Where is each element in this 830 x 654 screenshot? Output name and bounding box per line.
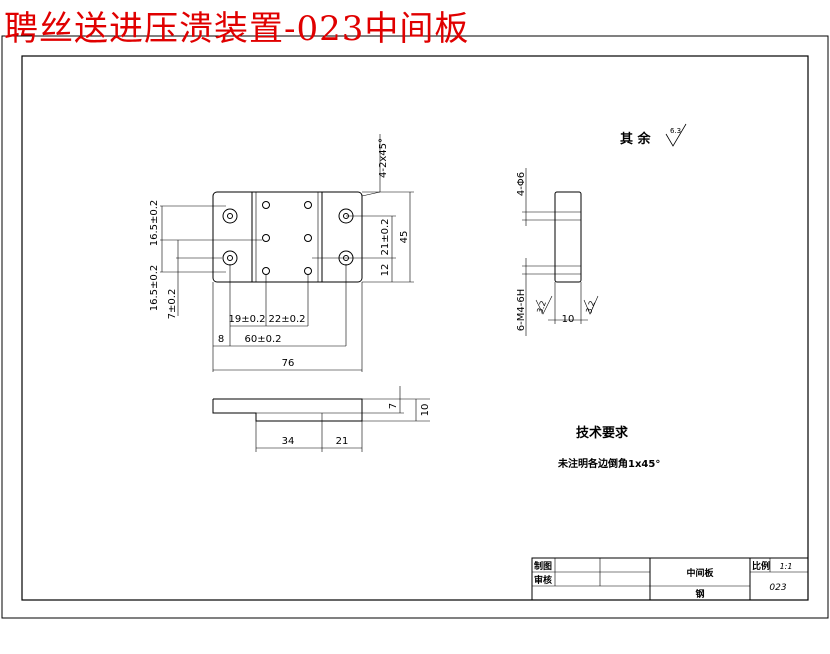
finish-label: 其 余 — [620, 131, 652, 147]
dim-holes: 4-Φ6 — [516, 172, 527, 196]
part-name: 中间板 — [686, 567, 714, 579]
front-labels: 34 21 7 10 — [282, 403, 431, 447]
dim-60: 60±0.2 — [244, 334, 281, 345]
dim-width: 10 — [562, 314, 575, 325]
tech-title: 技术要求 — [576, 425, 629, 441]
title-block-text: 制图 审核 中间板 钢 比例 1:1 023 — [534, 560, 792, 600]
dim-r2: 3.2 — [584, 300, 597, 315]
dim-21-front: 21 — [336, 436, 349, 447]
dim-16-5-top: 16.5±0.2 — [149, 200, 160, 247]
check-label: 审核 — [534, 574, 552, 586]
dim-19: 19±0.2 — [228, 314, 265, 325]
dim-12: 12 — [380, 264, 391, 277]
scale-value: 1:1 — [780, 562, 793, 571]
side-labels: 4-Φ6 6-M4-6H 10 3.2 3.2 — [516, 172, 597, 331]
dim-16-5-bot: 16.5±0.2 — [149, 265, 160, 312]
dim-21: 21±0.2 — [380, 218, 391, 255]
plan-view — [160, 134, 414, 372]
material: 钢 — [695, 588, 704, 600]
front-view — [212, 386, 430, 452]
title-block — [531, 557, 809, 601]
dim-34: 34 — [282, 436, 295, 447]
dim-22: 22±0.2 — [268, 314, 305, 325]
page-title: 聘丝送进压溃装置-023中间板 — [4, 9, 470, 49]
plan-labels: 16.5±0.2 16.5±0.2 7±0.2 19±0.2 22±0.2 8 … — [149, 138, 410, 369]
outer-border — [1, 35, 829, 619]
scale-label: 比例 — [752, 560, 770, 572]
dim-8: 8 — [218, 334, 224, 345]
dim-7: 7±0.2 — [167, 289, 178, 320]
roughness-icon — [665, 123, 687, 147]
drawn-label: 制图 — [534, 560, 552, 572]
dim-7-front: 7 — [388, 403, 399, 409]
inner-border — [21, 55, 809, 601]
tech-note: 未注明各边倒角1x45° — [557, 457, 660, 470]
dim-r1: 3.2 — [535, 300, 548, 315]
dim-45: 45 — [399, 231, 410, 244]
finish-value: 6.3 — [670, 127, 681, 135]
dim-chamfer: 4-2x45° — [378, 138, 389, 178]
side-view — [522, 168, 599, 336]
dim-10-front: 10 — [420, 404, 431, 417]
dim-76: 76 — [282, 358, 295, 369]
drawing-number: 023 — [769, 583, 786, 593]
dim-thread: 6-M4-6H — [516, 289, 527, 331]
